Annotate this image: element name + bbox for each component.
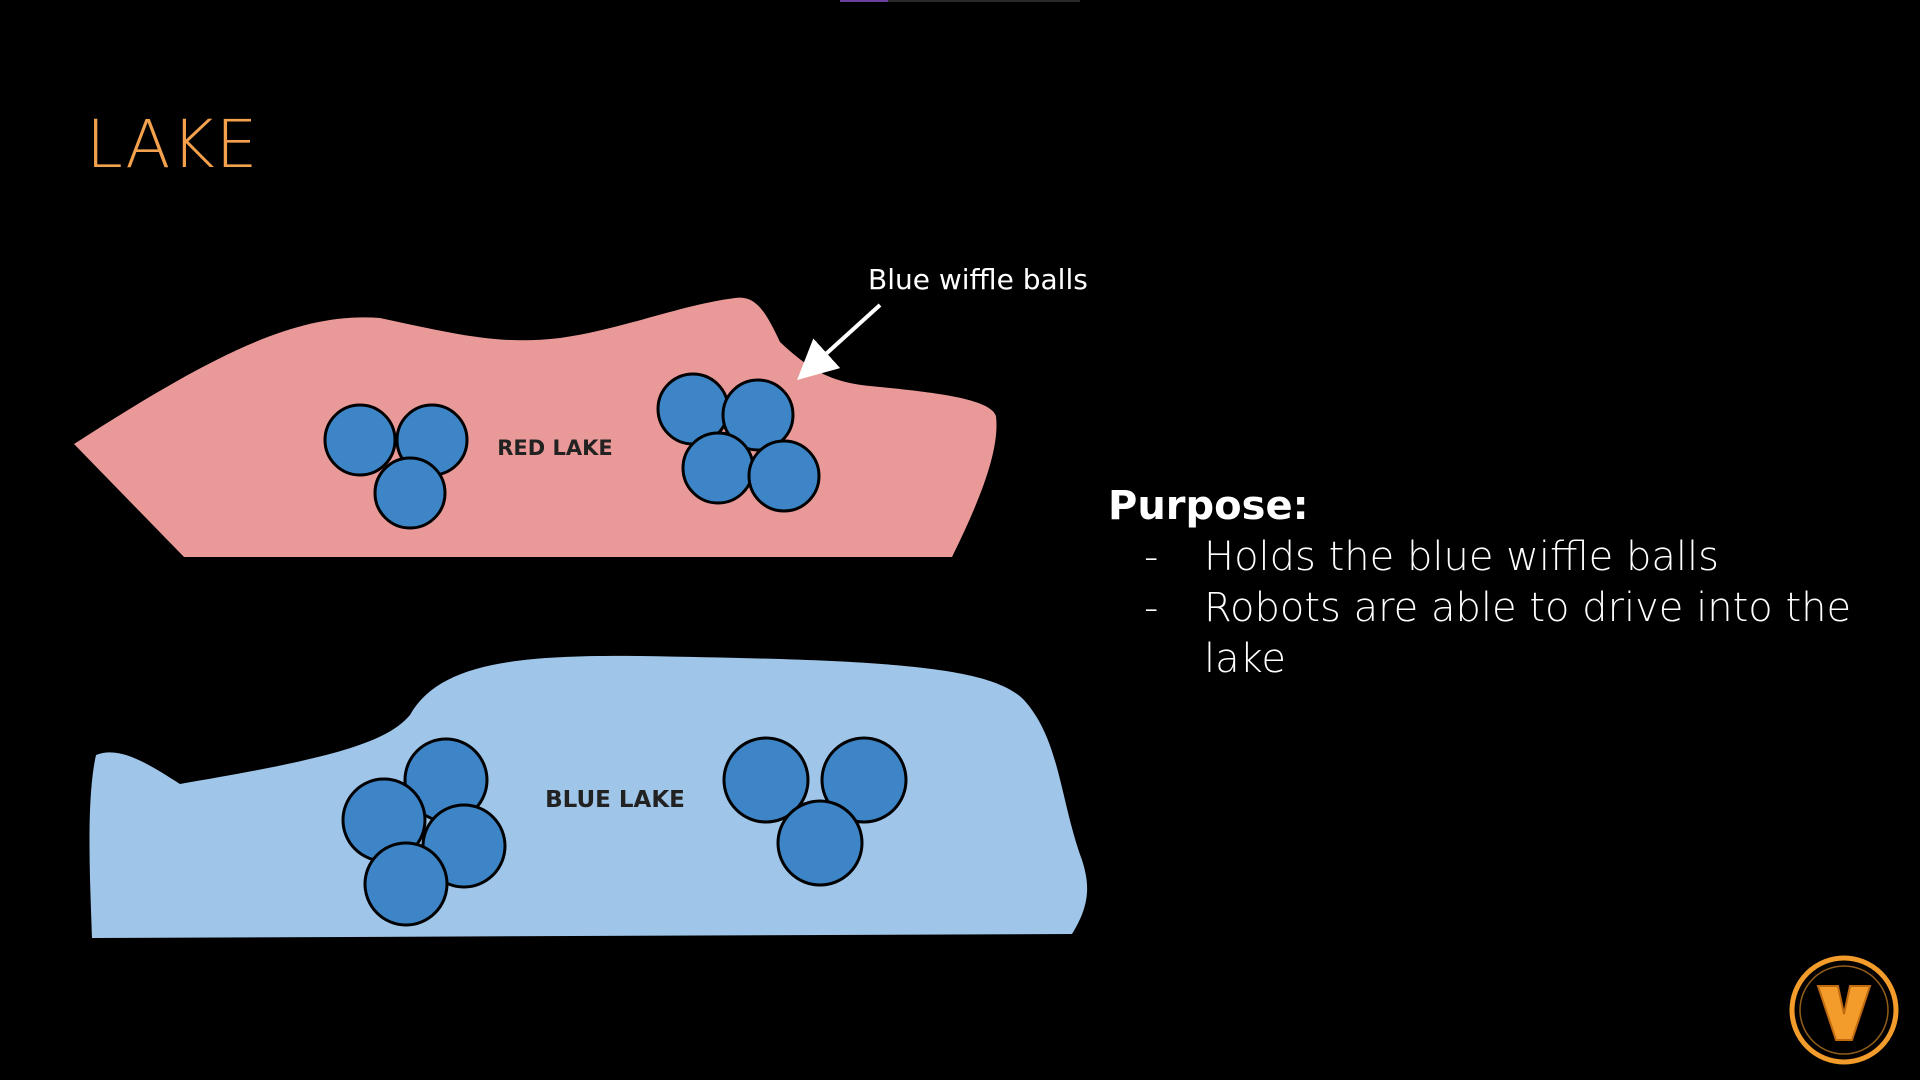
blue-lake-ball-cluster-right <box>722 736 908 887</box>
blue-lake-ball-cluster-left <box>341 737 507 927</box>
wiffle-ball <box>373 456 447 530</box>
red-lake-shape <box>74 297 997 557</box>
wiffle-ball <box>681 431 755 505</box>
top-accent-highlight <box>840 0 888 2</box>
callout-arrow <box>797 303 882 381</box>
red-lake-ball-cluster-left <box>323 403 469 530</box>
callout-label: Blue wiffle balls <box>868 263 1088 296</box>
list-item: - Robots are able to drive into the lake <box>1108 583 1868 685</box>
v-shield-logo-icon <box>1789 955 1899 1065</box>
purpose-block: Purpose: - Holds the blue wiffle balls -… <box>1108 480 1868 685</box>
bullet-dash: - <box>1144 534 1159 580</box>
slide-title: LAKE <box>86 106 259 183</box>
purpose-item-text: Robots are able to drive into the lake <box>1204 585 1852 682</box>
bullet-dash: - <box>1144 585 1159 631</box>
wiffle-ball <box>747 439 821 513</box>
blue-lake-label: BLUE LAKE <box>545 787 685 813</box>
wiffle-ball <box>722 736 810 824</box>
wiffle-ball <box>820 736 908 824</box>
wiffle-ball <box>776 799 864 887</box>
top-accent-bar <box>840 0 1080 2</box>
list-item: - Holds the blue wiffle balls <box>1108 532 1868 583</box>
wiffle-ball <box>721 378 795 452</box>
red-lake-ball-cluster-right <box>656 372 821 513</box>
purpose-list: - Holds the blue wiffle balls - Robots a… <box>1108 532 1868 685</box>
purpose-item-text: Holds the blue wiffle balls <box>1204 534 1719 580</box>
red-lake-label: RED LAKE <box>497 436 613 460</box>
purpose-heading: Purpose: <box>1108 483 1309 529</box>
wiffle-ball <box>323 403 397 477</box>
wiffle-ball <box>363 841 449 927</box>
